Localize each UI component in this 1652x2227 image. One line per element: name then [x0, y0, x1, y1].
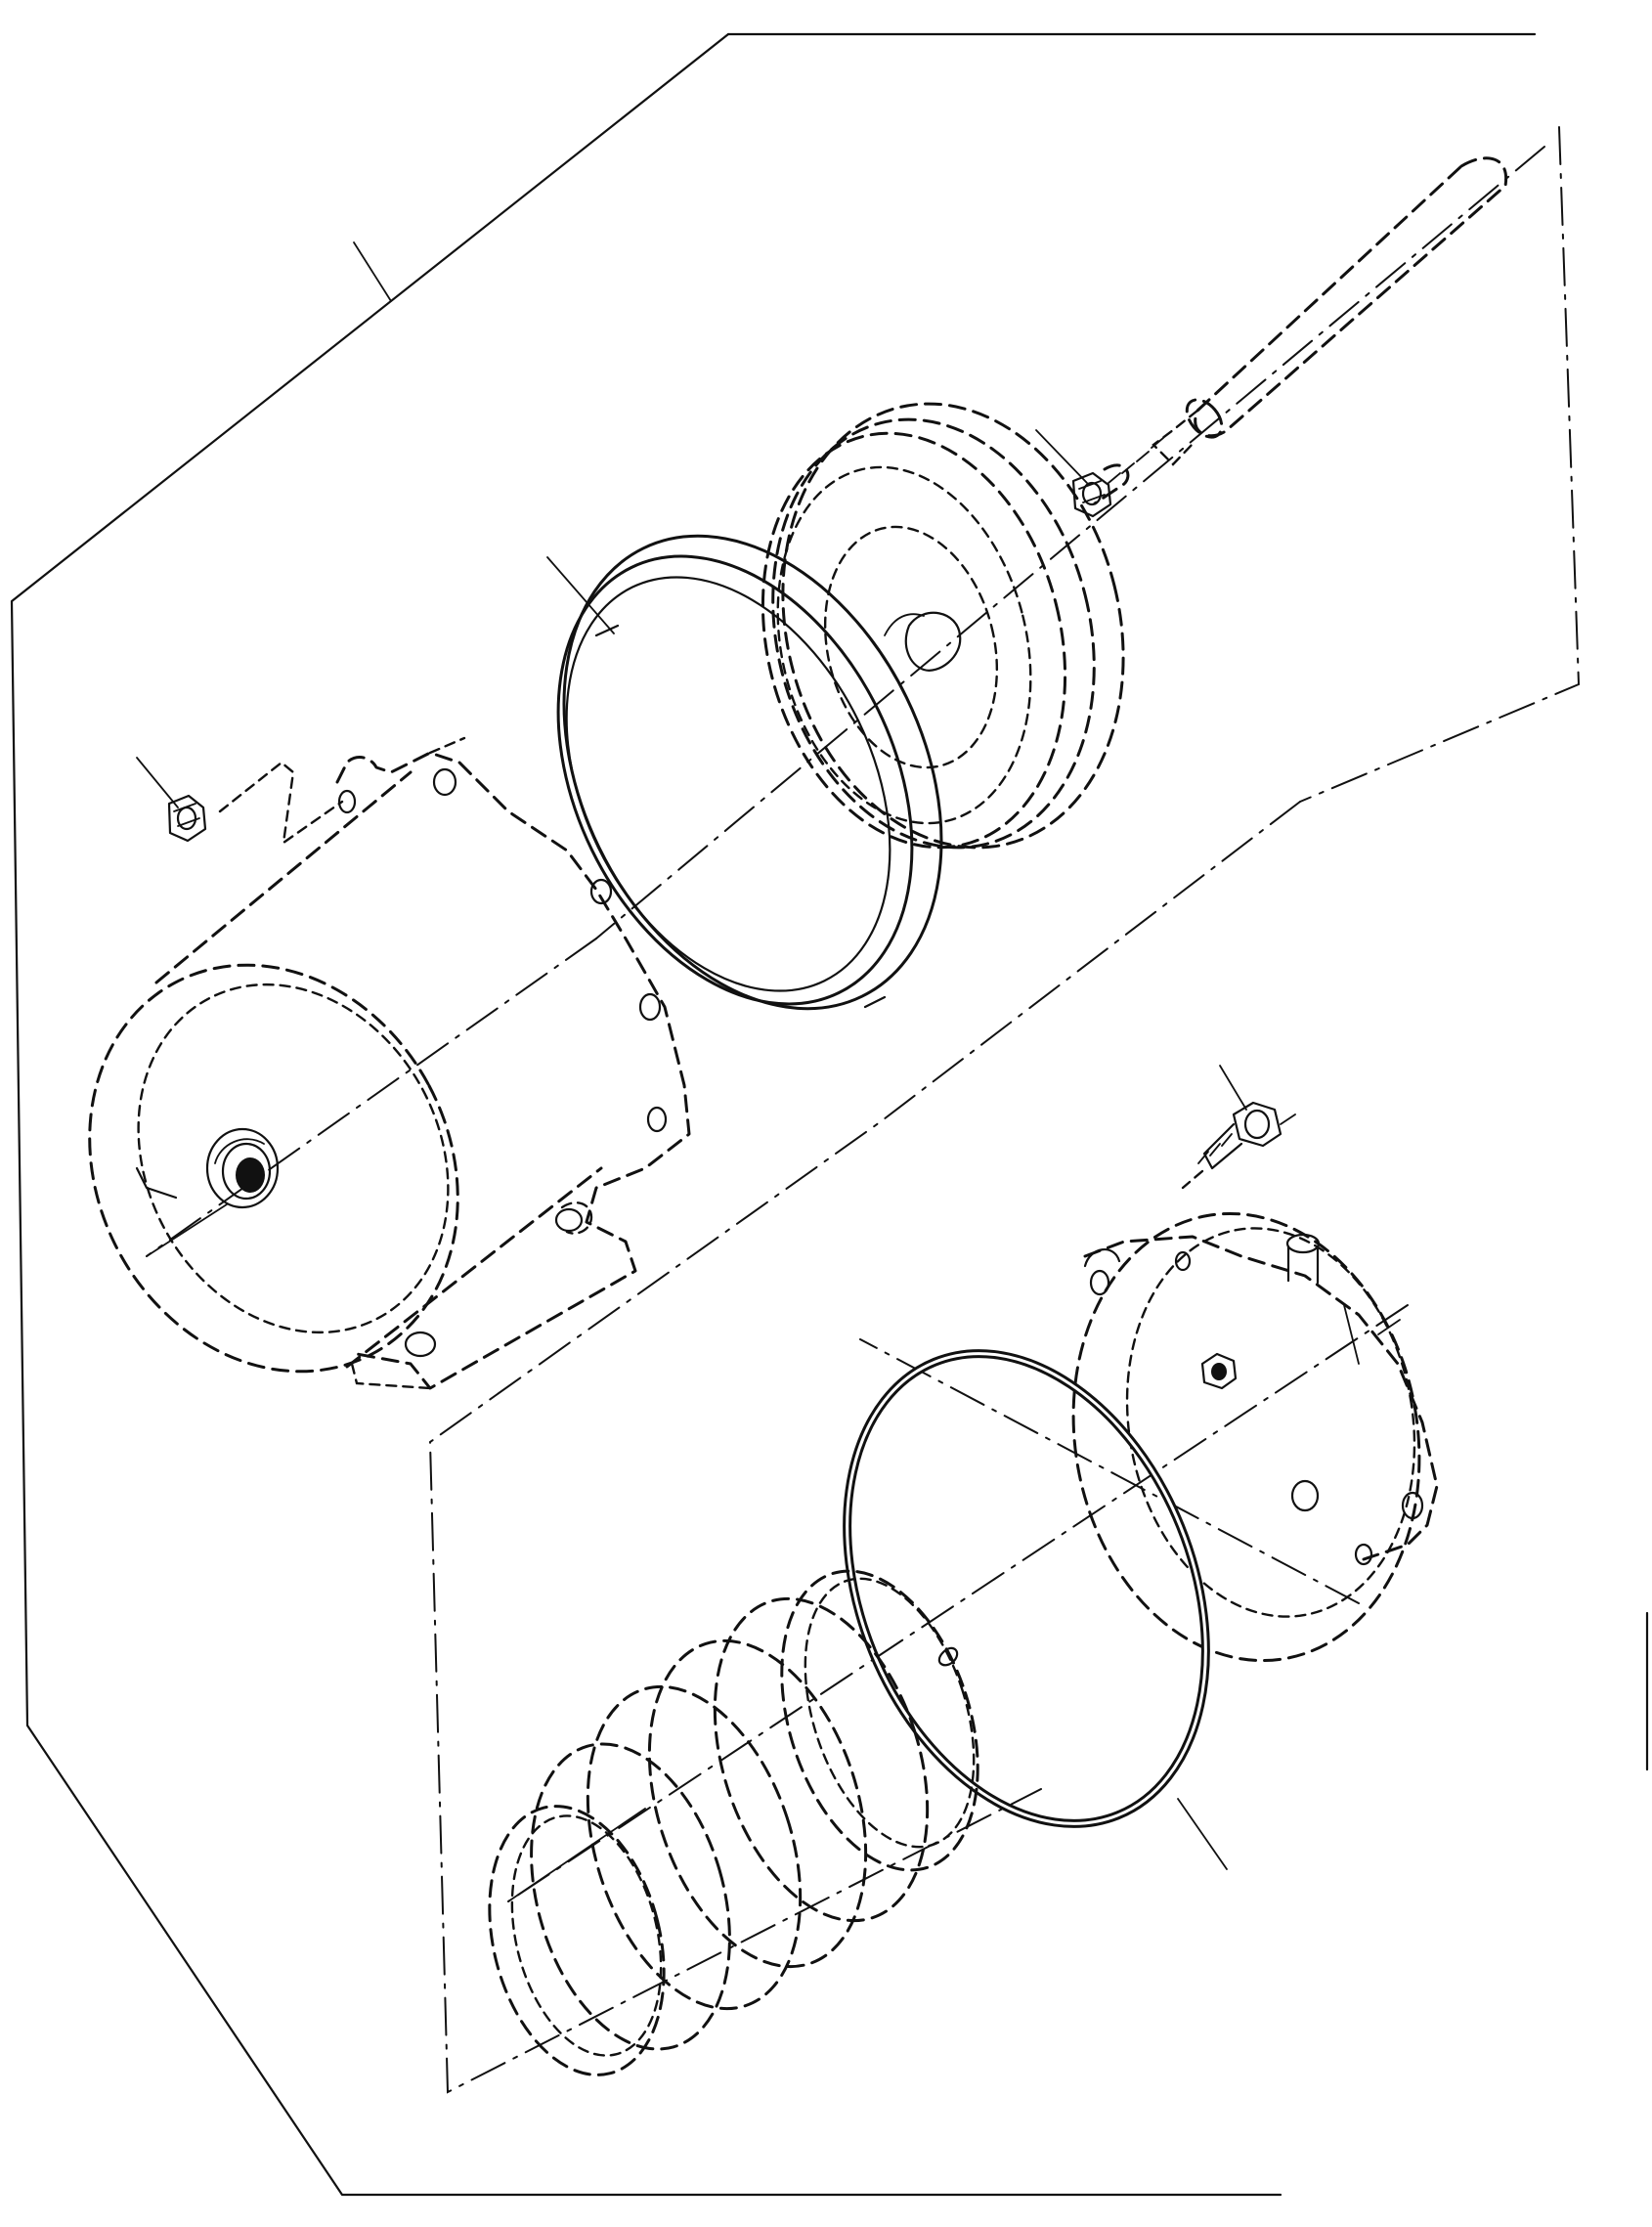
cylindrical-housing-icon — [88, 736, 691, 1390]
coil-spring-icon — [488, 1569, 979, 2076]
threaded-rod-icon — [1093, 156, 1508, 505]
end-cover-icon — [1071, 1211, 1439, 1663]
hex-nut-icon — [136, 757, 344, 846]
hex-nut-icon — [1035, 429, 1112, 518]
hex-head-bolt-icon — [1181, 1065, 1296, 1190]
diaphragm-plate-icon — [761, 402, 1125, 850]
retaining-ring-icon — [546, 534, 943, 1011]
assembly-boundary-outline — [10, 32, 1649, 2197]
centre-axes — [146, 146, 1545, 1902]
o-ring-icon — [843, 1349, 1228, 1870]
